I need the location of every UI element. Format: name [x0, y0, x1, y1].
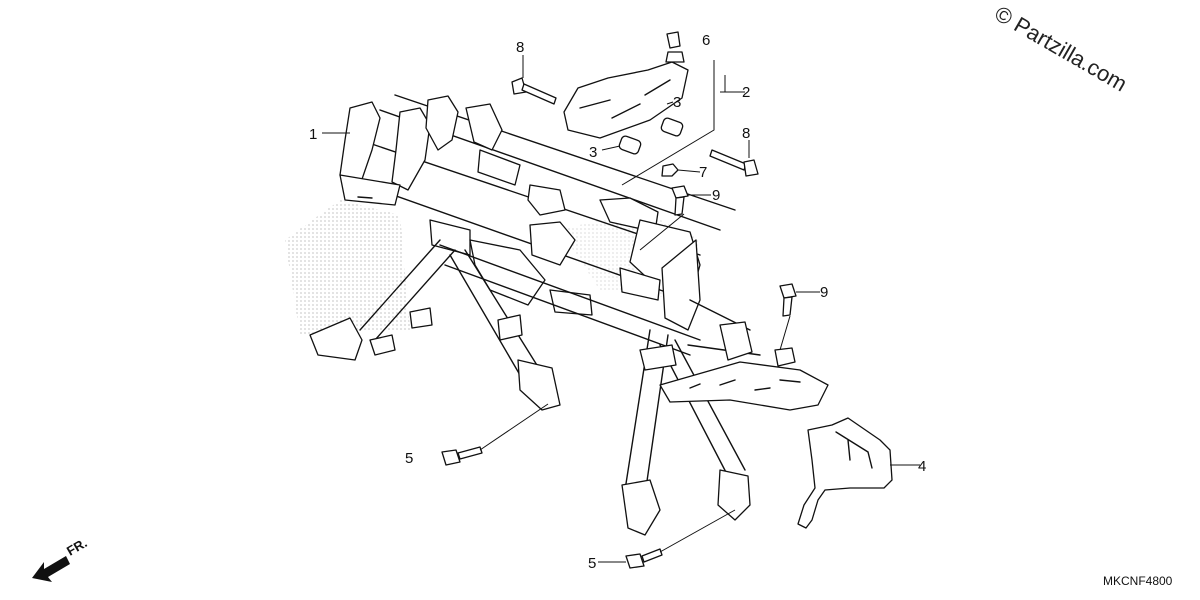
callout-6: 6	[702, 32, 710, 49]
bolt-5-bottom[interactable]	[625, 548, 663, 569]
callout-8a: 8	[516, 39, 524, 56]
callout-2: 2	[742, 84, 750, 101]
bolt-5-left[interactable]	[441, 446, 483, 466]
callout-3a: 3	[673, 94, 681, 111]
callout-5a: 5	[405, 450, 413, 467]
collar-lower[interactable]	[618, 135, 642, 155]
callout-7: 7	[699, 164, 707, 181]
collar-upper[interactable]	[660, 117, 684, 137]
frame-assembly[interactable]	[309, 94, 761, 536]
front-direction-label: FR.	[64, 535, 90, 558]
bolt-9-upper[interactable]	[671, 185, 689, 216]
callout-1: 1	[309, 126, 317, 143]
nut[interactable]	[661, 163, 679, 177]
callout-9b: 9	[820, 284, 828, 301]
rear-plate[interactable]	[659, 361, 829, 411]
callout-4: 4	[918, 458, 926, 475]
side-cover[interactable]	[797, 417, 893, 529]
upper-bracket[interactable]	[563, 61, 689, 139]
bolt-8-right[interactable]	[709, 149, 759, 177]
callout-8b: 8	[742, 125, 750, 142]
callout-3b: 3	[589, 144, 597, 161]
front-direction-arrow	[32, 556, 70, 582]
bolt-9-right[interactable]	[779, 283, 797, 317]
shadow-dots-left	[285, 200, 410, 335]
callout-9a: 9	[712, 187, 720, 204]
diagram-code: MKCNF4800	[1103, 574, 1173, 588]
bolt-8-upper[interactable]	[511, 77, 557, 105]
callout-5b: 5	[588, 555, 596, 572]
clip[interactable]	[665, 31, 685, 63]
watermark: © Partzilla.com	[991, 1, 1132, 97]
